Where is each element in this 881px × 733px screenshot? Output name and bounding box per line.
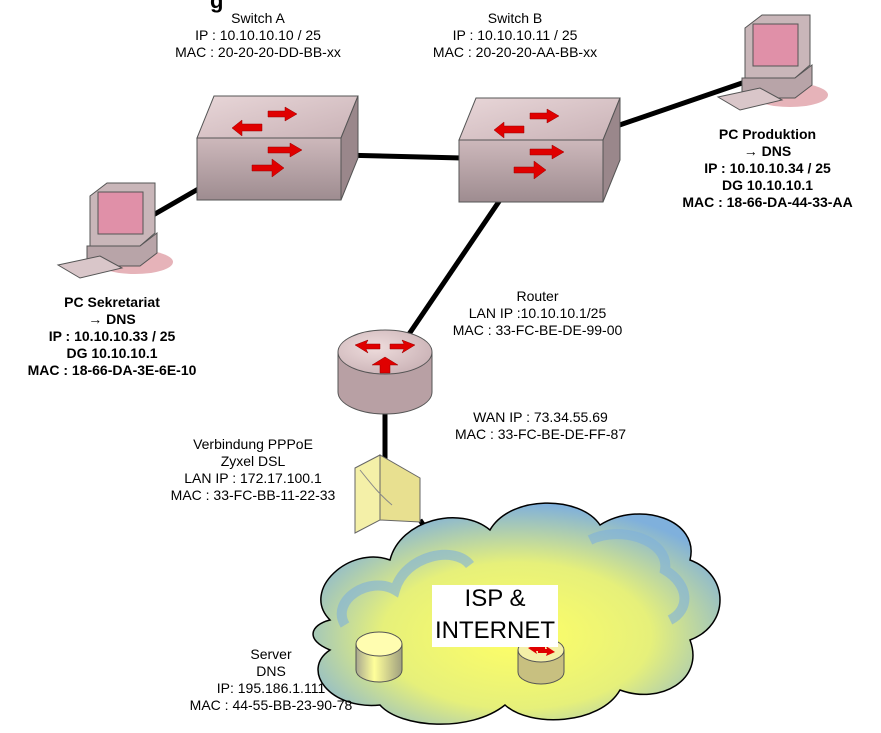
pc-sekretariat-icon bbox=[56, 182, 173, 279]
switch-a bbox=[196, 95, 359, 201]
switch-a-label: Switch A IP : 10.10.10.10 / 25 MAC : 20-… bbox=[153, 10, 363, 61]
server-mac: MAC : 44-55-BB-23-90-78 bbox=[189, 697, 353, 713]
switch-a-name: Switch A bbox=[231, 10, 285, 26]
pc-sekretariat-ip: IP : 10.10.10.33 / 25 bbox=[48, 328, 176, 344]
switch-b bbox=[458, 97, 621, 203]
modem-label: Verbindung PPPoE Zyxel DSL LAN IP : 172.… bbox=[148, 436, 358, 504]
pc-produktion-ip: IP : 10.10.10.34 / 25 bbox=[704, 160, 831, 176]
pc-sekretariat-mac: MAC : 18-66-DA-3E-6E-10 bbox=[27, 362, 197, 378]
modem-ip: LAN IP : 172.17.100.1 bbox=[184, 470, 322, 486]
router-wan-label: WAN IP : 73.34.55.69 MAC : 33-FC-BE-DE-F… bbox=[418, 409, 663, 443]
pc-produktion-mac: MAC : 18-66-DA-44-33-AA bbox=[682, 194, 853, 210]
switch-a-ip: IP : 10.10.10.10 / 25 bbox=[195, 27, 321, 43]
link-switch-b-router bbox=[402, 198, 503, 342]
isp-label-line1: ISP & bbox=[464, 585, 526, 612]
partial-title: g bbox=[210, 0, 224, 13]
pc-produktion-name: PC Produktion bbox=[718, 126, 817, 142]
switch-b-ip: IP : 10.10.10.11 / 25 bbox=[452, 27, 578, 43]
server-line1: Server bbox=[250, 646, 292, 662]
link-switch-b-pc-produktion bbox=[604, 79, 746, 133]
switch-b-mac: MAC : 20-20-20-AA-BB-xx bbox=[432, 44, 598, 60]
pc-sekretariat-label: PC Sekretariat → DNS IP : 10.10.10.33 / … bbox=[2, 294, 222, 379]
pc-produktion-icon bbox=[716, 14, 828, 111]
router-icon bbox=[337, 329, 433, 415]
isp-label: ISP & INTERNET bbox=[432, 583, 558, 647]
router-name: Router bbox=[516, 288, 559, 304]
switch-a-arrows-icon bbox=[231, 106, 303, 178]
server-line2: DNS bbox=[256, 663, 286, 679]
modem-line1: Verbindung PPPoE bbox=[193, 436, 313, 452]
isp-label-line2: INTERNET bbox=[435, 617, 555, 644]
pc-produktion-dns: → DNS bbox=[743, 143, 792, 159]
link-switch-a-pc-sekretariat bbox=[146, 185, 202, 221]
router-wan-mac: MAC : 33-FC-BE-DE-FF-87 bbox=[454, 426, 627, 442]
switch-b-label: Switch B IP : 10.10.10.11 / 25 MAC : 20-… bbox=[410, 10, 620, 61]
pc-sekretariat-dg: DG 10.10.10.1 bbox=[66, 345, 158, 361]
router-lan-label: Router LAN IP :10.10.10.1/25 MAC : 33-FC… bbox=[415, 288, 660, 339]
server-label: Server DNS IP: 195.186.1.111 MAC : 44-55… bbox=[166, 646, 376, 714]
pc-sekretariat-name: PC Sekretariat bbox=[64, 294, 160, 310]
pc-produktion-dg: DG 10.10.10.1 bbox=[721, 177, 814, 193]
isp-label-background bbox=[432, 585, 558, 647]
switch-a-mac: MAC : 20-20-20-DD-BB-xx bbox=[175, 44, 341, 60]
modem-icon bbox=[354, 454, 421, 534]
server-ip: IP: 195.186.1.111 bbox=[216, 680, 326, 696]
router-lan-ip: LAN IP :10.10.10.1/25 bbox=[468, 305, 607, 321]
switch-b-arrows-icon bbox=[493, 108, 565, 180]
link-switch-a-switch-b bbox=[339, 152, 463, 161]
modem-mac: MAC : 33-FC-BB-11-22-33 bbox=[170, 487, 336, 503]
router-wan-ip: WAN IP : 73.34.55.69 bbox=[473, 409, 608, 425]
server-icon bbox=[355, 631, 403, 683]
pc-produktion-label: PC Produktion → DNS IP : 10.10.10.34 / 2… bbox=[660, 126, 875, 211]
router-lan-mac: MAC : 33-FC-BE-DE-99-00 bbox=[452, 322, 623, 338]
pc-sekretariat-dns: → DNS bbox=[88, 311, 136, 327]
switch-b-name: Switch B bbox=[487, 10, 543, 26]
modem-line2: Zyxel DSL bbox=[220, 453, 286, 469]
